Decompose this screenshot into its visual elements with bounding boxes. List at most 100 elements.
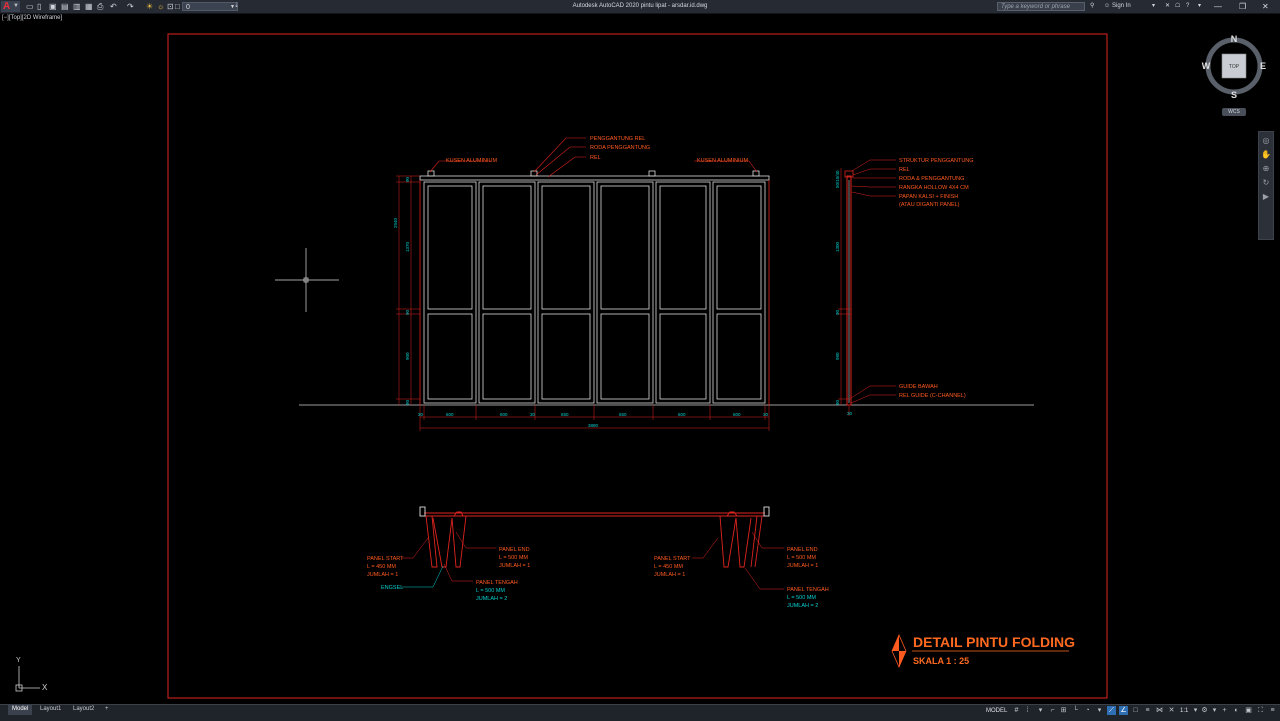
dim-text: 1300 [835,241,840,252]
dim-text: 900 [405,352,410,360]
ucs-icon [15,666,40,692]
compass-north[interactable]: N [1231,34,1238,44]
viewport-controls[interactable]: [−][Top][2D Wireframe] [2,15,63,21]
plot-icon[interactable]: ⎙ [97,2,104,11]
plan-label: L = 500 MM [787,555,816,561]
model-space-toggle[interactable]: MODEL [986,708,1008,714]
customize-qat-icon[interactable]: ⇣ [234,3,240,9]
annotation-texts: KUSEN ALUMINIUM KUSEN ALUMINIUM PENGGANT… [367,136,974,609]
compass-south[interactable]: S [1231,90,1237,100]
showmotion-icon[interactable]: ▶ [1262,192,1270,201]
new-icon[interactable]: ▭ [26,2,34,11]
polar-tracking-icon[interactable]: ◔ [1085,707,1090,714]
struktur-label: STRUKTUR PENGGANTUNG [899,158,974,164]
layer-color-icon[interactable]: □ [175,2,180,11]
dim-text: 650 [619,412,627,417]
navigation-bar: ◎ ✋ ⊕ ↻ ▶ [1258,131,1274,240]
chevron-down-icon[interactable]: ▾ [1198,3,1202,9]
status-bar [0,704,1280,721]
minimize-icon[interactable]: — [1214,2,1222,11]
annotation-scale[interactable]: 1:1 [1180,708,1189,714]
tab-layout1[interactable]: Layout1 [40,706,62,712]
dropdown-icon[interactable]: ▾ [1193,707,1198,714]
compass-east[interactable]: E [1260,61,1266,71]
isolate-objects-icon[interactable]: ◐ [1234,707,1239,714]
transparency-icon[interactable]: ⋈ [1156,707,1163,714]
viewcube-face[interactable]: TOP [1229,64,1240,70]
tab-model[interactable]: Model [8,704,33,715]
full-navigation-wheel-icon[interactable]: ◎ [1262,136,1270,145]
dropdown-icon[interactable]: ▾ [1038,707,1043,714]
exchange-icon[interactable]: ✕ [1165,3,1171,9]
clean-screen-icon[interactable]: ⛶ [1258,707,1263,714]
help-icon[interactable]: ? [1186,3,1190,9]
dim-text: 30 [763,412,769,417]
plus-icon[interactable]: + [1222,707,1227,714]
dropdown-icon[interactable]: ▾ [1097,707,1102,714]
autocad-logo-icon: A [3,1,11,12]
dynamic-input-icon[interactable]: ⊞ [1060,707,1067,714]
close-icon[interactable]: ✕ [1262,2,1269,11]
plan-label: PANEL END [787,547,818,553]
customization-icon[interactable]: ≡ [1270,707,1275,714]
undo-icon[interactable]: ↶ [110,2,117,11]
layer-on-icon[interactable]: ☀ [146,2,154,11]
compass-west[interactable]: W [1202,61,1211,71]
zoom-extents-icon[interactable]: ⊕ [1262,164,1270,173]
sign-in-link[interactable]: Sign In [1112,3,1131,9]
plan-label: JUMLAH = 2 [787,603,818,609]
drawing-canvas[interactable]: KUSEN ALUMINIUM KUSEN ALUMINIUM PENGGANT… [0,14,1280,704]
lineweight-icon[interactable]: ≡ [1145,707,1150,714]
wcs-menu[interactable]: WCS [1222,108,1246,116]
a360-icon[interactable]: ☖ [1175,3,1181,9]
penggantung-rel-label: PENGGANTUNG REL [590,136,645,142]
ortho-icon[interactable]: └ [1073,707,1078,714]
grid-icon[interactable]: # [1014,707,1019,714]
web-save-icon[interactable]: ▦ [85,2,93,11]
drawing-title: DETAIL PINTU FOLDING [913,634,1075,650]
dim-text: 30 [847,411,853,416]
infer-constraints-icon[interactable]: ⌐ [1050,707,1055,714]
layer-lock-icon[interactable]: ⊡ [167,2,174,11]
papan-note-label: (ATAU DIGANTI PANEL) [899,202,960,208]
restore-icon[interactable]: ❐ [1239,2,1247,11]
dim-text: 650 [561,412,569,417]
application-menu-button[interactable]: A ▼ [1,1,20,12]
ucs-x-label: X [42,683,48,692]
plan-label: L = 500 MM [499,555,528,561]
object-snap-icon[interactable]: □ [1133,707,1138,714]
papan-label: PAPAN KALSI + FINISH [899,194,958,200]
search-input[interactable]: Type a keyword or phrase [997,2,1085,11]
object-snap-tracking-icon[interactable]: ∠ [1119,706,1128,715]
tab-layout2[interactable]: Layout2 [73,706,95,712]
rangka-label: RANGKA HOLLOW 4X4 CM [899,185,969,191]
layer-dropdown[interactable]: 0 ▼ [182,2,238,11]
redo-icon[interactable]: ↷ [127,2,134,11]
web-mobile-icon[interactable]: ▥ [73,2,81,11]
annotation-visibility-icon[interactable]: ✕ [1168,707,1175,714]
search-icon[interactable]: ⚲ [1090,3,1095,9]
open-icon[interactable]: ▯ [37,2,42,11]
viewcube[interactable]: TOP N S E W [1202,34,1266,100]
dim-total-text: 3880 [588,423,599,428]
layer-thaw-icon[interactable]: ☼ [157,2,165,11]
chevron-down-icon: ▼ [230,4,235,10]
gear-icon[interactable]: ⚙ [1201,707,1208,714]
plan-label: JUMLAH = 1 [499,563,530,569]
dropdown-icon[interactable]: ▾ [1212,707,1217,714]
orbit-icon[interactable]: ↻ [1262,178,1270,187]
save-icon[interactable]: ▣ [49,2,57,11]
dim-text: 90 [405,176,410,182]
chevron-down-icon[interactable]: ▾ [1152,3,1156,9]
save-as-icon[interactable]: ▤ [61,2,69,11]
plan-label: L = 450 MM [367,564,396,570]
plan-label: PANEL END [499,547,530,553]
user-icon[interactable]: ☺ [1104,3,1111,9]
hardware-acceleration-icon[interactable]: ▣ [1245,707,1252,714]
rel-guide-label: REL GUIDE (C-CHANNEL) [899,393,966,399]
isodraft-icon[interactable]: ⟋ [1107,706,1116,715]
snap-icon[interactable]: ⁞ [1026,707,1029,714]
add-layout-button[interactable]: + [105,706,109,712]
kusen-right-label: KUSEN ALUMINIUM [697,158,748,164]
pan-icon[interactable]: ✋ [1261,150,1271,159]
